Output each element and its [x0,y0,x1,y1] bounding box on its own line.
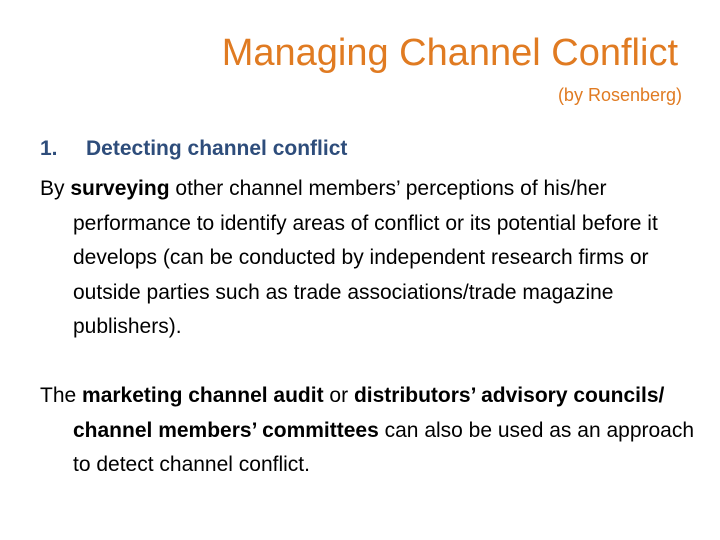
paragraph-text: other channel members’ perceptions of hi… [73,177,658,338]
slide-subtitle: (by Rosenberg) [557,85,682,105]
paragraph-surveying: By surveying other channel members’ perc… [40,172,700,345]
bold-term-surveying: surveying [70,177,170,200]
section-heading: 1. Detecting channel conflict [40,135,347,163]
slide-title: Managing Channel Conflict [221,32,678,74]
paragraph-connector: or [323,384,354,407]
bold-term-audit: marketing channel audit [82,384,324,407]
paragraph-prefix: The [40,384,83,407]
section-number: 1. [40,137,58,160]
bold-term-councils: distributors’ advisory councils/ channel… [73,384,665,442]
section-heading-text: Detecting channel conflict [86,137,348,160]
paragraph-audit: The marketing channel audit or distribut… [40,379,700,483]
paragraph-prefix: By [40,177,71,200]
paragraph-text: can also be used as an approach to detec… [73,418,695,477]
